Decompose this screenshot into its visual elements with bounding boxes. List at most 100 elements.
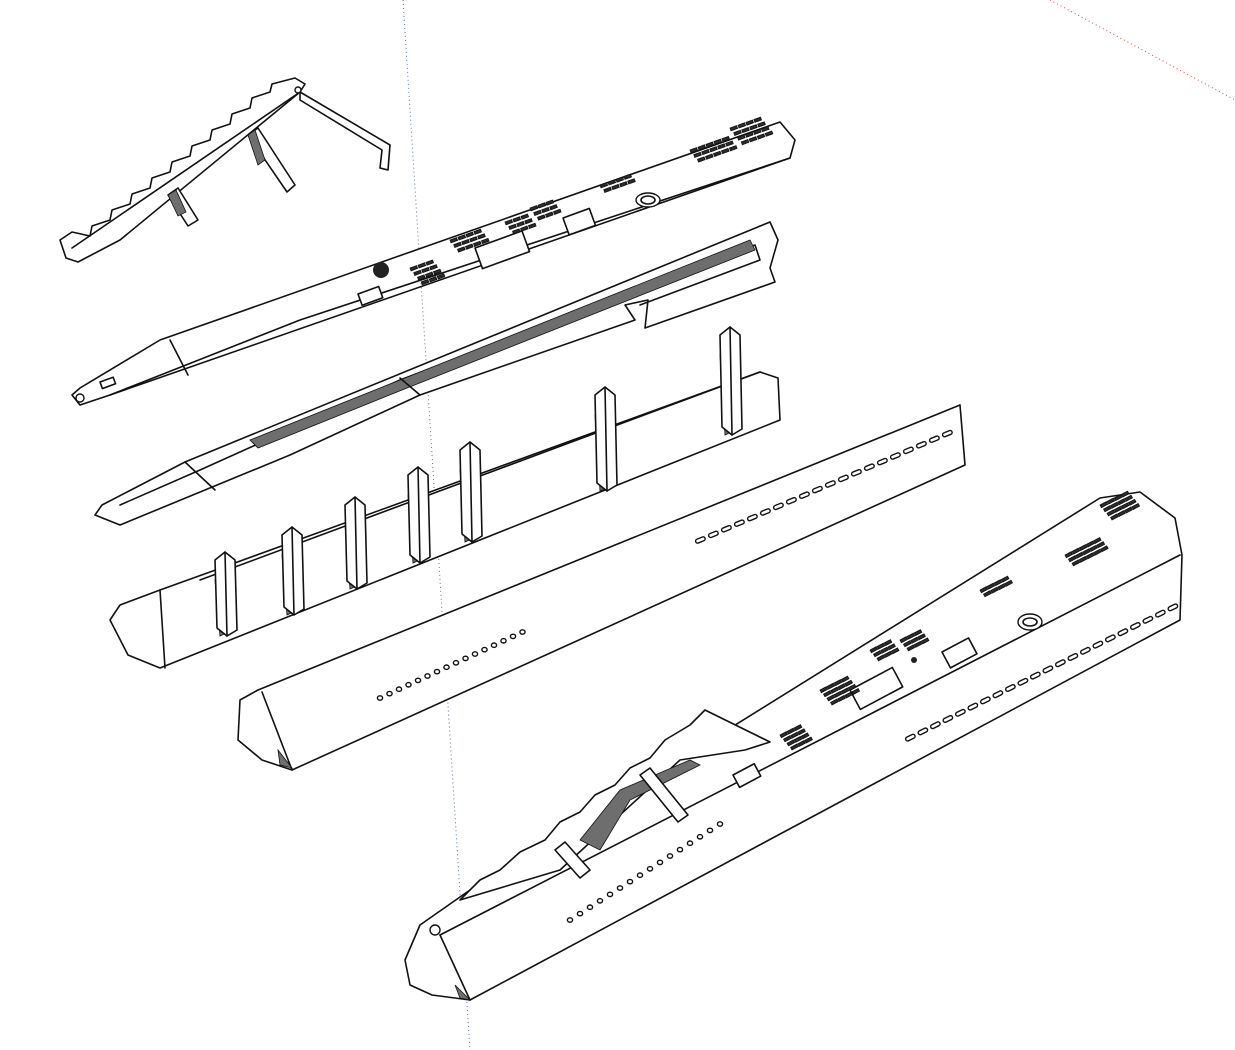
- assembled-vent-slot: [1078, 544, 1088, 552]
- porthole: [395, 686, 403, 693]
- assembled-vent-slot: [1092, 537, 1102, 545]
- part-top-deck-plate[interactable]: [71, 116, 796, 406]
- assembled-hatch-large: [849, 666, 904, 711]
- assembled-side-slot: [954, 708, 966, 717]
- assembled-vent-slot: [883, 639, 893, 647]
- assembled-vent-slot: [899, 636, 909, 644]
- assembled-vent-slot: [876, 654, 886, 662]
- deck-vent-slot: [508, 223, 517, 230]
- assembled-vent-slot: [913, 629, 923, 637]
- deck-vent-slot: [693, 151, 702, 158]
- assembled-vent-slot: [786, 739, 796, 747]
- side-slot: [720, 524, 732, 533]
- assembled-vent-slot: [880, 646, 889, 654]
- front-strut-shadow: [167, 189, 187, 217]
- assembled-hull-deck-edge: [439, 554, 1181, 936]
- part-bulkhead-tray[interactable]: [109, 326, 781, 669]
- assembled-porthole: [666, 853, 674, 859]
- deck-vent-slot: [512, 228, 521, 235]
- assembled-vent-slot: [1075, 551, 1084, 559]
- assembled-vent-slot: [1124, 506, 1133, 514]
- assembled-vent-slot: [1117, 510, 1126, 518]
- side-slot: [850, 468, 862, 477]
- assembled-vent-slot: [851, 687, 861, 695]
- assembled-vent-slot: [1089, 544, 1099, 552]
- assembled-vent-slot: [1000, 575, 1010, 583]
- deck-small-hatch: [357, 285, 384, 307]
- assembled-vent-slot: [1064, 551, 1074, 559]
- assembled-side-slot: [1154, 609, 1166, 618]
- deck-vent-slots: [409, 116, 774, 286]
- assembled-vent-slot: [869, 646, 879, 654]
- assembled-side-slot: [942, 714, 954, 724]
- deck-vent-slot: [524, 218, 533, 225]
- deck-vent-slot: [737, 134, 746, 141]
- assembled-vent-slot: [844, 691, 853, 699]
- deck-hatch-round-dark: [373, 262, 389, 278]
- deck-vent-slot: [728, 145, 738, 152]
- deck-vent-slot: [603, 186, 612, 193]
- deck-vent-slot: [457, 234, 467, 241]
- part-hull-side-panel[interactable]: [237, 404, 966, 771]
- assembled-vent-slot: [833, 690, 843, 698]
- assembled-side-slot: [1092, 640, 1104, 649]
- deck-vent-slot: [519, 225, 529, 232]
- assembled-side-slot: [904, 733, 916, 742]
- deck-vent-slot: [472, 240, 482, 247]
- side-slot: [759, 508, 771, 516]
- assembled-side-slot: [1067, 652, 1079, 662]
- assembled-vent-slot: [1106, 497, 1116, 505]
- assembled-porthole: [626, 878, 634, 885]
- assembled-vent-slot: [1004, 579, 1014, 587]
- porthole: [443, 664, 450, 671]
- assembled-vent-slot: [833, 679, 843, 687]
- assembled-side-slots: [904, 603, 1179, 742]
- assembled-deck-vent-slots: [779, 490, 1141, 751]
- deck-vent-slot: [527, 222, 537, 229]
- axis-red-diagonal: [1049, 0, 1235, 101]
- assembled-vent-slot: [1117, 498, 1126, 506]
- bulkhead-edge: [417, 466, 421, 564]
- assembled-vent-slot: [837, 695, 846, 703]
- deck-hatch-large: [474, 230, 531, 270]
- assembled-porthole: [596, 897, 604, 904]
- assembled-side-slot: [1004, 683, 1016, 693]
- part-keel-frame-with-struts[interactable]: [59, 77, 391, 263]
- deck-vent-slot: [756, 133, 766, 140]
- side-slot: [876, 457, 888, 466]
- porthole: [433, 668, 441, 675]
- assembled-vent-slot: [872, 650, 882, 658]
- assembled-vent-slot: [804, 736, 813, 744]
- assembled-vent-slot: [782, 735, 792, 743]
- deck-vent-slot: [464, 243, 474, 250]
- deck-vent-slot: [729, 125, 739, 132]
- part-deck-frame[interactable]: [94, 221, 779, 526]
- deck-vent-slot: [465, 231, 475, 238]
- axis-guides: [402, 0, 1235, 1050]
- assembled-vent-slot: [1085, 552, 1095, 560]
- deck-vent-slot: [619, 181, 628, 188]
- assembled-hull-bow-shadow: [454, 984, 472, 1001]
- assembled-front-strut: [554, 841, 591, 879]
- porthole: [386, 690, 393, 697]
- bulkhead-edge: [729, 326, 733, 436]
- part-assembled-hull[interactable]: [404, 490, 1183, 1001]
- assembled-vent-slot: [1071, 547, 1081, 555]
- deck-vent-slot: [544, 211, 554, 218]
- assembled-vent-slot: [1067, 555, 1077, 563]
- keel-frame-profile: [59, 77, 306, 263]
- assembled-vent-slot: [797, 728, 806, 736]
- assembled-porthole: [646, 865, 654, 872]
- porthole: [519, 629, 526, 635]
- assembled-vent-slot: [1096, 541, 1106, 549]
- side-slot: [811, 485, 823, 494]
- assembled-vent-slot: [876, 642, 886, 650]
- deck-vent-slot: [432, 268, 442, 275]
- deck-vent-slot: [764, 130, 774, 137]
- assembled-frame-shadow: [579, 759, 701, 851]
- deck-vent-slot: [623, 173, 633, 180]
- deck-vent-slot: [733, 129, 742, 136]
- assembled-hull-bow-seam: [439, 934, 471, 1001]
